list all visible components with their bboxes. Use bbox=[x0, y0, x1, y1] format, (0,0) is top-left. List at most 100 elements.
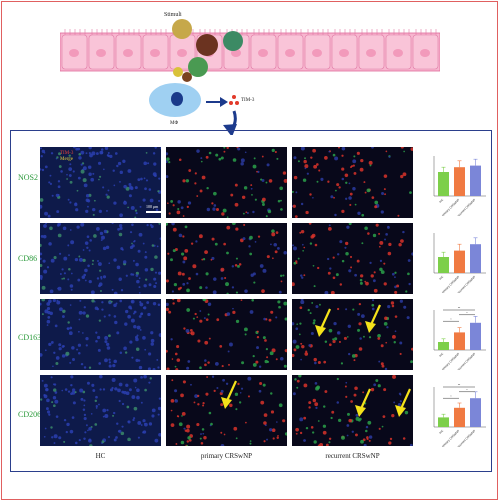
cell-signal bbox=[383, 321, 388, 326]
cell-signal bbox=[211, 237, 215, 241]
cell-signal bbox=[137, 249, 141, 253]
significance-mark: * bbox=[450, 394, 452, 398]
cell-signal bbox=[41, 285, 46, 290]
cell-signal bbox=[194, 172, 197, 175]
cell-signal bbox=[222, 208, 227, 213]
cell-signal bbox=[96, 307, 100, 311]
cell-signal bbox=[235, 257, 238, 260]
cell-signal bbox=[98, 319, 102, 322]
cell-signal bbox=[46, 410, 51, 414]
cell-signal bbox=[180, 206, 184, 210]
cell-signal bbox=[133, 417, 136, 420]
cell-signal bbox=[56, 300, 61, 305]
cell-signal bbox=[171, 290, 175, 293]
cell-signal bbox=[313, 319, 316, 322]
cell-signal bbox=[86, 381, 90, 385]
bar bbox=[454, 332, 465, 350]
cell-signal bbox=[128, 183, 132, 186]
cell-signal bbox=[147, 367, 151, 370]
cell-signal bbox=[204, 363, 207, 367]
cell-signal bbox=[194, 394, 198, 399]
cell-signal bbox=[186, 424, 191, 429]
cell-signal bbox=[128, 388, 132, 392]
cell-signal bbox=[107, 154, 110, 158]
cell-signal bbox=[293, 261, 297, 265]
cell-signal bbox=[233, 426, 238, 431]
cell-signal bbox=[94, 423, 98, 426]
micrograph-cd86-hc bbox=[40, 223, 161, 294]
cell-signal bbox=[170, 200, 174, 203]
cell-signal bbox=[207, 361, 210, 364]
cell-signal bbox=[121, 425, 124, 428]
cell-signal bbox=[40, 257, 42, 260]
cell-signal bbox=[360, 274, 364, 278]
cell-signal bbox=[272, 257, 274, 260]
cell-signal bbox=[388, 242, 392, 247]
cell-signal bbox=[328, 441, 331, 444]
cell-signal bbox=[355, 416, 360, 421]
cell-signal bbox=[200, 441, 204, 445]
cell-signal bbox=[318, 169, 321, 172]
cell-signal bbox=[310, 331, 314, 335]
cell-signal bbox=[82, 311, 86, 315]
cell-signal bbox=[384, 316, 388, 320]
cell-signal bbox=[364, 226, 368, 231]
cell-signal bbox=[158, 397, 161, 400]
cell-signal bbox=[186, 288, 190, 293]
cell-signal bbox=[205, 155, 209, 159]
cell-signal bbox=[234, 202, 239, 207]
cell-signal bbox=[336, 253, 340, 256]
cell-signal bbox=[363, 443, 367, 446]
cell-signal bbox=[360, 439, 364, 444]
cell-signal bbox=[184, 225, 188, 229]
cell-signal bbox=[371, 147, 374, 149]
cell-signal bbox=[258, 365, 262, 368]
cell-signal bbox=[241, 361, 245, 365]
cell-signal bbox=[220, 389, 224, 393]
cell-signal bbox=[271, 428, 276, 433]
cell-signal bbox=[360, 158, 364, 163]
cell-signal bbox=[68, 174, 72, 177]
cell-signal bbox=[115, 436, 118, 439]
cell-signal bbox=[284, 432, 287, 436]
cell-signal bbox=[69, 326, 73, 330]
cell-signal bbox=[292, 353, 295, 358]
cell-signal bbox=[300, 147, 305, 151]
cell-signal bbox=[178, 233, 183, 238]
cell-signal bbox=[154, 174, 157, 178]
col-label-recurrent: recurrent CRSwNP bbox=[325, 452, 380, 460]
cell-signal bbox=[280, 208, 283, 211]
cell-signal bbox=[361, 213, 365, 217]
cell-signal bbox=[336, 183, 340, 187]
cell-signal bbox=[67, 278, 70, 281]
cell-signal bbox=[125, 274, 128, 277]
cell-signal bbox=[399, 400, 402, 403]
cell-signal bbox=[62, 277, 66, 280]
cell-signal bbox=[279, 356, 284, 361]
cell-signal bbox=[129, 340, 133, 344]
cell-signal bbox=[304, 157, 306, 160]
cell-signal bbox=[234, 264, 238, 267]
cell-signal bbox=[109, 154, 113, 159]
cell-signal bbox=[68, 167, 73, 172]
cell-signal bbox=[208, 411, 212, 415]
cell-signal bbox=[97, 348, 101, 352]
cell-signal bbox=[158, 432, 161, 437]
cell-signal bbox=[43, 383, 48, 388]
cell-signal bbox=[409, 191, 412, 195]
cell-signal bbox=[102, 388, 106, 391]
cell-signal bbox=[181, 415, 183, 417]
cell-signal bbox=[363, 335, 365, 338]
cell-signal bbox=[99, 388, 102, 391]
cell-signal bbox=[145, 278, 148, 281]
cell-signal bbox=[200, 160, 203, 163]
cell-signal bbox=[51, 194, 54, 197]
row-label-cd86: CD86 bbox=[18, 254, 38, 263]
cell-signal bbox=[41, 313, 44, 316]
cell-signal bbox=[411, 347, 413, 351]
cell-signal bbox=[385, 150, 388, 153]
cell-signal bbox=[190, 383, 192, 386]
cell-signal bbox=[356, 259, 360, 263]
cell-signal bbox=[107, 436, 111, 439]
